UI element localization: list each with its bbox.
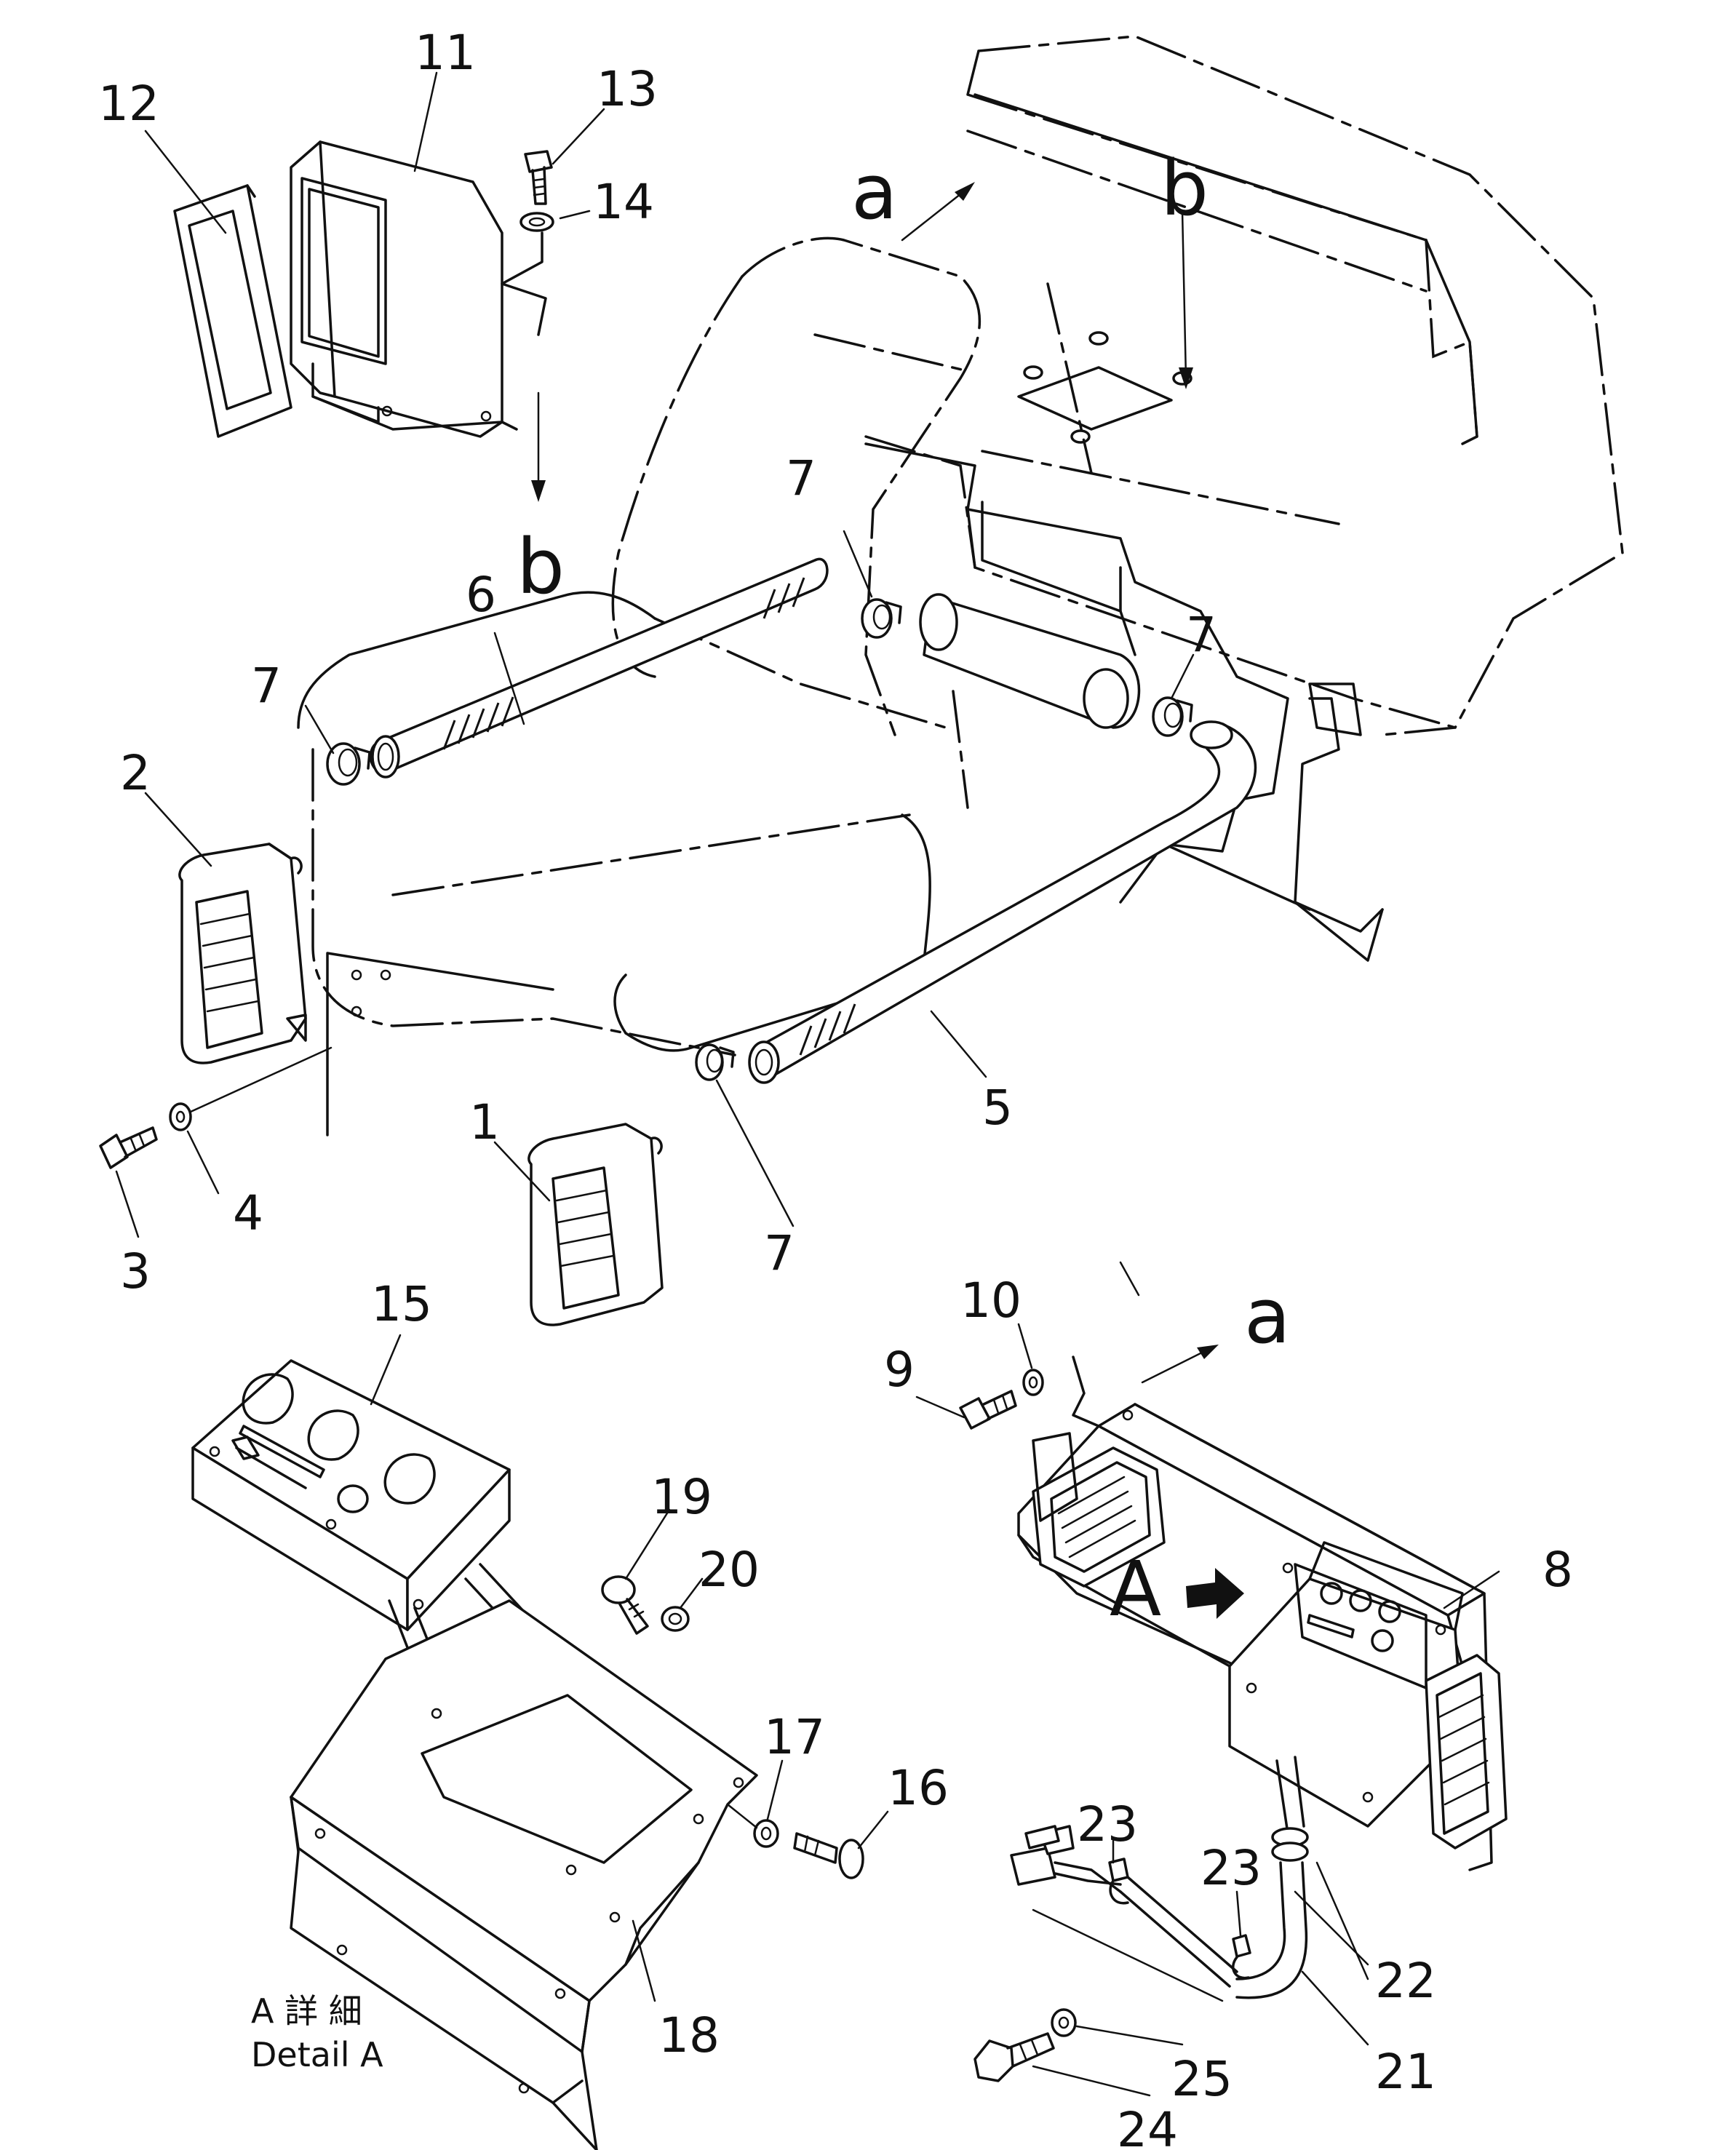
callout-16: 16 [888,1760,949,1816]
ref-b-left: b [517,522,565,611]
washer-10 [1022,1369,1044,1396]
callout-24: 24 [1117,2102,1178,2150]
console-box-18 [290,1599,758,2150]
ref-arrows [531,182,1219,1384]
vent-1 [527,1123,664,1326]
callout-18: 18 [658,2007,720,2063]
callout-6: 6 [466,567,496,623]
heater-assembly-8 [1017,1403,1508,1871]
callout-14: 14 [593,174,654,230]
callout-4: 4 [233,1185,263,1241]
callout-22: 22 [1375,1953,1436,2009]
hose-clamp-7b [695,1043,735,1081]
callout-7-right: 7 [1186,607,1217,663]
hose-6 [369,557,829,779]
view-arrow-A [1186,1568,1244,1619]
washer-14 [519,212,554,232]
bolt-13 [524,150,553,205]
callout-21: 21 [1375,2044,1436,2100]
operator-seat [297,236,982,1056]
reference-letters: a b b a A [517,144,1291,1633]
callout-15: 15 [371,1276,432,1332]
heater-core [919,593,1141,729]
heater-unit [864,442,1384,962]
callout-11: 11 [415,25,476,81]
clip-23b [1232,1934,1251,1980]
leader-10-assembly [1072,1355,1100,1428]
callout-1: 1 [469,1094,500,1150]
connector [1010,1825,1122,1893]
bolt-3 [99,1126,158,1169]
callout-7-center: 7 [786,450,816,506]
hose-clamp-7a [326,742,371,786]
leader-17-console [726,1803,758,1829]
seat-base-bracket [326,952,554,1136]
leader-14-duct [501,231,547,336]
leader-lines [115,71,1500,2097]
washer-20 [661,1606,690,1632]
callout-2: 2 [120,745,151,801]
callout-9: 9 [884,1342,915,1398]
screw-16 [793,1832,864,1879]
detail-caption-english: Detail A [251,2035,383,2074]
vent-2 [178,843,307,1064]
callout-25: 25 [1171,2051,1233,2107]
washer-25 [1051,2008,1077,2037]
callout-19: 19 [651,1469,712,1525]
washer-17 [753,1819,779,1848]
grommet-22 [1271,1756,1309,1862]
callout-23-left: 23 [1077,1796,1138,1852]
washer-4 [169,1102,192,1131]
callout-7-left: 7 [251,658,282,714]
hose-5 [748,720,1257,1084]
air-duct-11 [290,140,518,438]
detail-caption: A 詳 細 Detail A [251,1991,383,2074]
callout-7-bottom: 7 [764,1225,795,1281]
vent-grille-12 [173,184,292,438]
control-panel-15 [191,1359,511,1631]
callout-10: 10 [960,1273,1022,1329]
callout-5: 5 [982,1080,1013,1136]
callout-labels: 12 11 13 14 7 7 6 7 2 1 7 5 4 3 15 10 9 … [98,25,1573,2150]
hose-clamp-7c [861,598,902,639]
ref-A-view: A [1110,1545,1161,1633]
detail-caption-japanese: A 詳 細 [251,1991,362,2031]
callout-3: 3 [120,1243,151,1299]
leader-4-bracket [189,1046,333,1113]
clip-23a [1108,1858,1129,1905]
ref-a-bottom: a [1244,1272,1291,1361]
callout-20: 20 [698,1542,760,1598]
bolt-24 [973,2032,1055,2082]
callout-23-right: 23 [1201,1840,1262,1896]
callout-13: 13 [597,61,658,117]
screw-19 [601,1575,649,1635]
hose-clamp-7d [1152,696,1193,737]
ref-a-top: a [851,148,898,236]
callout-17: 17 [764,1709,825,1765]
callout-8: 8 [1542,1542,1573,1598]
wire-harness-21 [1032,1861,1308,2002]
ref-b-top: b [1160,144,1209,233]
callout-12: 12 [98,76,159,132]
bolt-9 [959,1390,1017,1430]
